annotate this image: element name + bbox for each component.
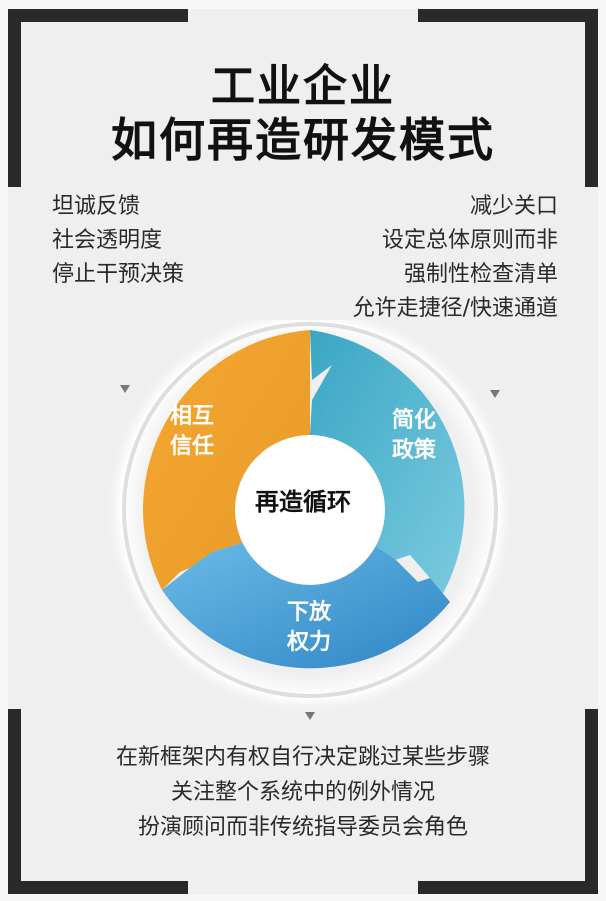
segment-label-authority: 下放 权力 [287, 600, 332, 655]
authority-list: 在新框架内有权自行决定跳过某些步骤 关注整个系统中的例外情况 扮演顾问而非传统指… [0, 740, 606, 845]
segment-policy [310, 330, 465, 602]
segment-label-policy: 简化 政策 [392, 408, 437, 463]
frame-top-left-h [8, 9, 188, 22]
frame-bottom-left-h [8, 881, 188, 894]
list-item: 允许走捷径/快速通道 [352, 296, 558, 321]
list-item: 关注整个系统中的例外情况 [170, 780, 435, 805]
list-item: 设定总体原则而非 [381, 228, 558, 253]
frame-top-right-h [418, 9, 598, 22]
list-item: 减少关口 [469, 194, 558, 219]
list-item: 在新框架内有权自行决定跳过某些步骤 [115, 745, 490, 770]
policy-list: 减少关口 设定总体原则而非 强制性检查清单 允许走捷径/快速通道 [353, 190, 558, 326]
list-item: 停止干预决策 [52, 262, 185, 287]
frame-bottom-right-v [585, 709, 598, 894]
list-item: 坦诚反馈 [52, 194, 141, 219]
list-item: 社会透明度 [52, 228, 163, 253]
arrow-marker-bottom-icon [305, 712, 315, 720]
arrow-marker-left-icon [120, 385, 130, 393]
title-line-2: 如何再造研发模式 [111, 113, 495, 167]
title-line-1: 工业企业 [211, 61, 395, 112]
outer-ring [122, 322, 498, 698]
cycle-diagram [105, 320, 515, 720]
arrow-marker-right-icon [490, 390, 500, 398]
frame-bottom-left-v [8, 709, 21, 894]
trust-list: 坦诚反馈 社会透明度 停止干预决策 [52, 190, 184, 292]
frame-bottom-right-h [418, 881, 598, 894]
center-circle [235, 435, 385, 585]
cycle-center-label: 再造循环 [255, 488, 351, 516]
frame-top-left-v [8, 9, 21, 187]
list-item: 扮演顾问而非传统指导委员会角色 [137, 815, 468, 840]
frame-top-right-v [585, 9, 598, 187]
list-item: 强制性检查清单 [403, 262, 558, 287]
segment-trust [143, 330, 310, 590]
segment-label-trust: 相互 信任 [170, 404, 215, 459]
segment-authority [162, 540, 450, 669]
